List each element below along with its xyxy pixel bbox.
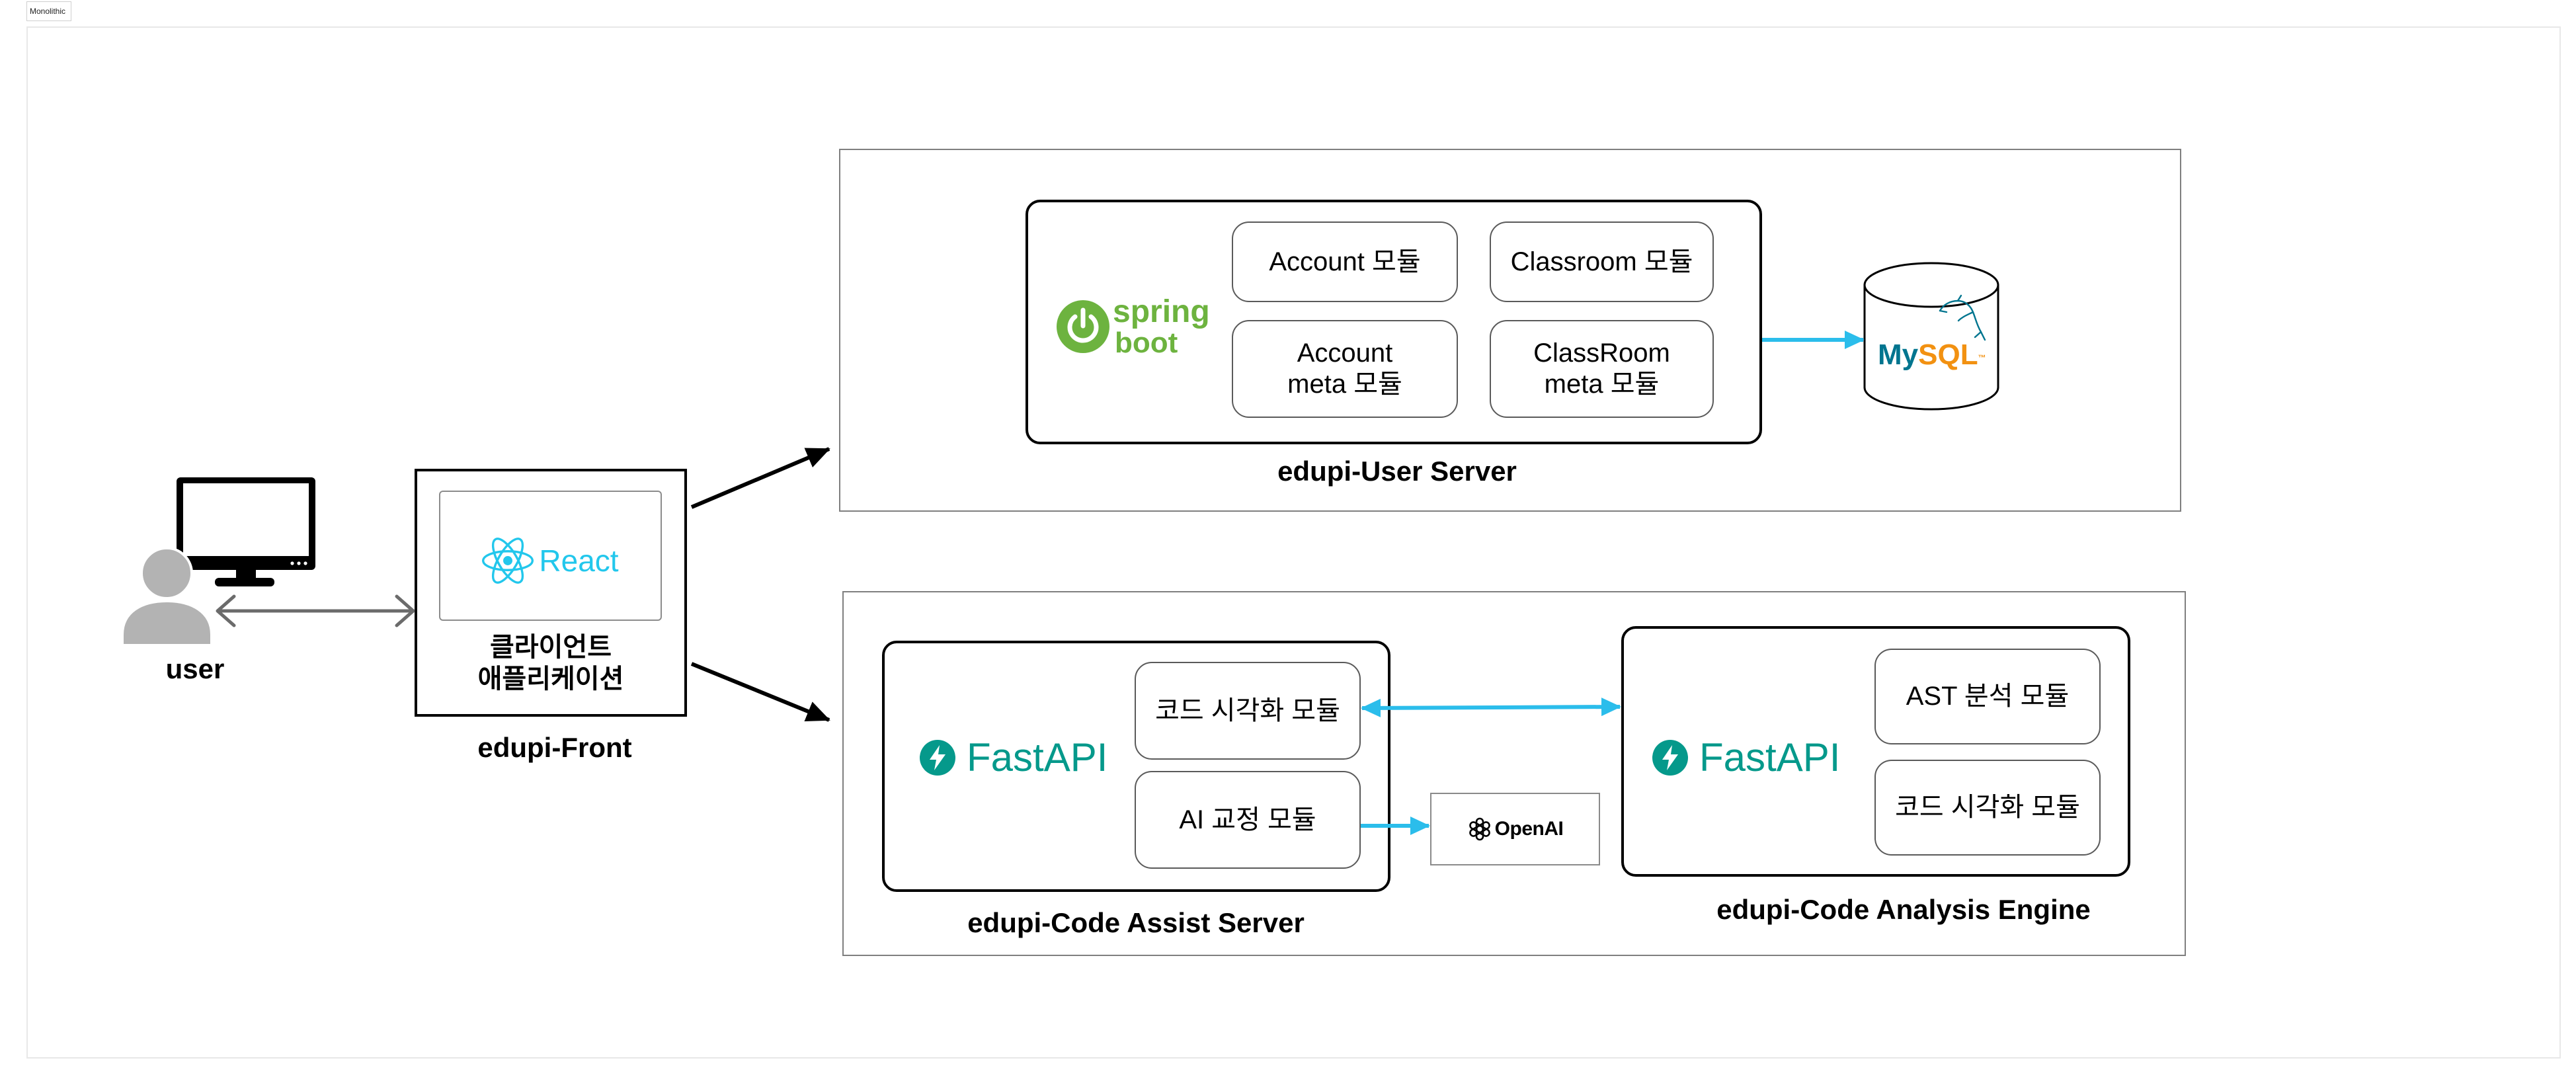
fastapi-logo-text: FastAPI [967,735,1108,780]
account-meta-module: Account meta 모듈 [1232,320,1458,418]
ai-correction-module: AI 교정 모듈 [1135,771,1361,869]
boot-logo-text: boot [1115,327,1178,359]
classroom-meta-module: ClassRoom meta 모듈 [1490,320,1714,418]
mysql-logo-text: MySQL™ [1878,339,1986,374]
openai-logo-text: OpenAI [1494,818,1564,840]
react-atom-icon [482,537,534,584]
cylinder-top [1863,262,1999,308]
ast-analysis-module: AST 분석 모듈 [1874,649,2101,744]
code-visualization-module: 코드 시각화 모듈 [1135,662,1361,760]
edupi-front-title: edupi-Front [477,732,632,763]
react-atom-orbits [482,537,534,584]
mysql-logo-sql: SQL [1918,339,1978,371]
fastapi-bolt-icon [1652,740,1688,776]
user-server-title: edupi-User Server [1277,456,1517,487]
diagram-canvas [26,26,2561,1059]
react-atom-nucleus [503,555,513,565]
spring-boot-power-icon [1057,300,1109,353]
fastapi-icon-bolt [930,745,946,770]
client-application-label: 클라이언트 애플리케이션 [477,633,624,694]
spring-logo-text: spring [1113,294,1210,329]
code-assist-fastapi-logo: FastAPI [919,734,1107,781]
code-assist-server-title: edupi-Code Assist Server [967,907,1305,938]
fastapi-logo-text: FastAPI [1699,735,1841,780]
user-label: user [165,653,225,684]
react-logo-text: React [539,543,619,578]
fastapi-bolt-icon [920,740,955,776]
fastapi-icon-bolt [1662,745,1678,770]
engine-code-visualization-module: 코드 시각화 모듈 [1874,760,2101,856]
database-cylinder-icon [1863,262,1999,411]
edupi-front-box [415,469,687,717]
mysql-dolphin-icon [1939,294,1986,341]
code-analysis-fastapi-logo: FastAPI [1652,734,1840,781]
mysql-database: MySQL™ [1861,259,2003,413]
mysql-logo-trademark: ™ [1978,353,1986,362]
classroom-module: Classroom 모듈 [1490,221,1714,302]
openai-knot-icon [1469,817,1490,841]
react-logo-box: React [439,491,662,621]
page-tab-monolithic[interactable]: Monolithic [26,1,71,21]
account-module: Account 모듈 [1232,221,1458,302]
openai-service-box: OpenAI [1430,793,1600,865]
spring-icon-power-arc [1067,314,1099,343]
code-analysis-engine-title: edupi-Code Analysis Engine [1716,894,2091,925]
mysql-logo-my: My [1878,339,1919,371]
